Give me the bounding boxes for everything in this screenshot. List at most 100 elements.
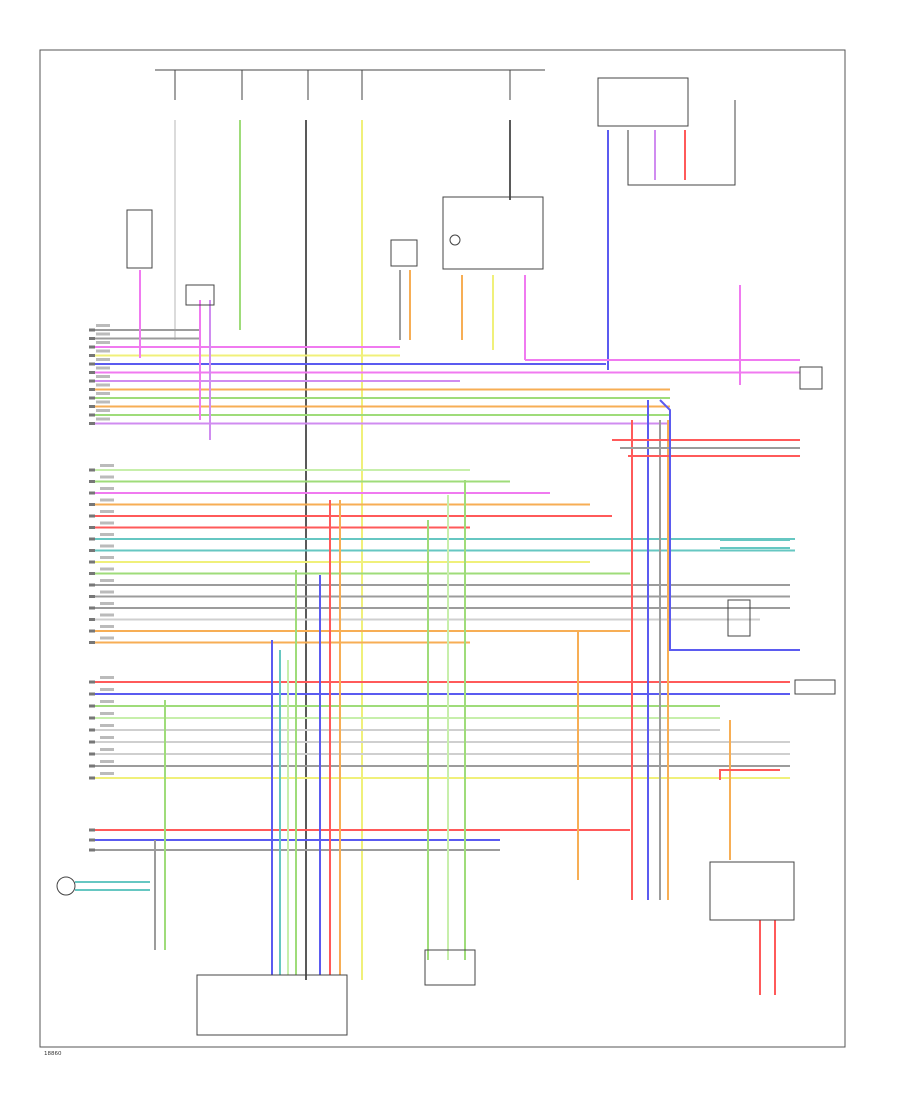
- label-placeholder: [96, 366, 110, 370]
- connector-pin: [89, 480, 95, 483]
- label-placeholder: [100, 636, 114, 640]
- label-placeholder: [96, 358, 110, 361]
- connector-pin: [89, 828, 95, 832]
- label-placeholder: [100, 688, 114, 691]
- label-placeholder: [100, 760, 114, 763]
- connector-pin: [89, 776, 95, 780]
- label-placeholder: [96, 324, 110, 327]
- connector-pin: [89, 764, 95, 768]
- coil-icon: [449, 234, 461, 246]
- label-placeholder: [100, 487, 114, 490]
- label-placeholder: [96, 409, 110, 412]
- connector-pin: [89, 838, 95, 842]
- connector-box-right: [794, 679, 836, 695]
- label-placeholder: [96, 400, 110, 404]
- relay-box-right: [709, 861, 795, 921]
- connector-pin: [89, 572, 95, 575]
- label-placeholder: [100, 533, 114, 536]
- label-placeholder: [96, 417, 110, 421]
- label-placeholder: [100, 475, 114, 479]
- label-placeholder: [96, 349, 110, 353]
- connector-pin: [89, 491, 95, 495]
- connector-pin: [89, 641, 95, 644]
- label-placeholder: [100, 712, 114, 715]
- connector-pin: [89, 371, 95, 374]
- right-red-loop: [719, 769, 780, 780]
- connector-pin: [89, 595, 95, 598]
- transmission-box: [196, 974, 348, 1036]
- connector-pin: [89, 328, 95, 332]
- label-placeholder: [100, 724, 114, 727]
- label-placeholder: [100, 556, 114, 559]
- connector-pin: [89, 618, 95, 621]
- label-placeholder: [100, 567, 114, 571]
- label-placeholder: [100, 510, 114, 513]
- connector-pin: [89, 526, 95, 529]
- connector-pin: [89, 680, 95, 684]
- connector-pin: [89, 560, 95, 564]
- label-placeholder: [100, 676, 114, 679]
- relay-ground-loop: [627, 180, 736, 186]
- connector-pin: [89, 740, 95, 744]
- connector-pin: [89, 405, 95, 408]
- connector-pin: [89, 396, 95, 400]
- connector-pin: [89, 379, 95, 383]
- connector-pin: [89, 345, 95, 349]
- connector-pin: [89, 752, 95, 756]
- component-layer: [56, 77, 836, 1036]
- connector-pin: [89, 606, 95, 610]
- footer-id: 18860: [44, 1051, 62, 1057]
- label-placeholder: [100, 700, 114, 703]
- connector-pin: [89, 716, 95, 720]
- motor-left-icon: [56, 876, 76, 896]
- connector-pin: [89, 692, 95, 696]
- label-placeholder: [100, 602, 114, 605]
- label-placeholder: [100, 544, 114, 548]
- wire-layer: [75, 69, 800, 995]
- right-blue-loop: [659, 399, 800, 651]
- diagram-frame: [39, 49, 846, 1048]
- connector-pin: [89, 514, 95, 518]
- label-placeholder: [100, 579, 114, 582]
- ground-box-left: [185, 284, 215, 306]
- label-placeholder: [100, 464, 114, 467]
- connector-pin: [89, 354, 95, 357]
- connector-pin: [89, 422, 95, 425]
- control-module-box: [442, 196, 544, 270]
- label-placeholder: [100, 613, 114, 617]
- label-placeholder: [100, 625, 114, 628]
- connector-pin: [89, 388, 95, 391]
- fuse-box-left: [126, 209, 153, 269]
- connector-pin: [89, 413, 95, 417]
- connector-pin: [89, 704, 95, 708]
- label-placeholder: [96, 341, 110, 344]
- connector-pin: [89, 362, 95, 366]
- label-placeholder: [100, 498, 114, 502]
- relay-box-top: [597, 77, 689, 127]
- label-placeholder: [100, 736, 114, 739]
- connector-box-right-2: [799, 366, 823, 390]
- connector-pin: [89, 583, 95, 587]
- switch-box-center: [424, 949, 476, 986]
- label-placeholder: [100, 521, 114, 525]
- connector-pin: [89, 728, 95, 732]
- label-placeholder: [96, 392, 110, 395]
- sensor-box-right: [727, 599, 751, 637]
- connector-pin: [89, 629, 95, 633]
- label-placeholder: [96, 383, 110, 387]
- connector-pin: [89, 537, 95, 541]
- connector-pin: [89, 468, 95, 472]
- sensor-box-small: [390, 239, 418, 267]
- label-placeholder: [100, 748, 114, 751]
- connector-pin: [89, 549, 95, 552]
- label-placeholder: [100, 590, 114, 594]
- connector-pin: [89, 848, 95, 852]
- label-layer: [89, 324, 114, 852]
- label-placeholder: [96, 375, 110, 378]
- label-placeholder: [100, 772, 114, 775]
- connector-pin: [89, 337, 95, 340]
- label-placeholder: [96, 332, 110, 336]
- connector-pin: [89, 503, 95, 506]
